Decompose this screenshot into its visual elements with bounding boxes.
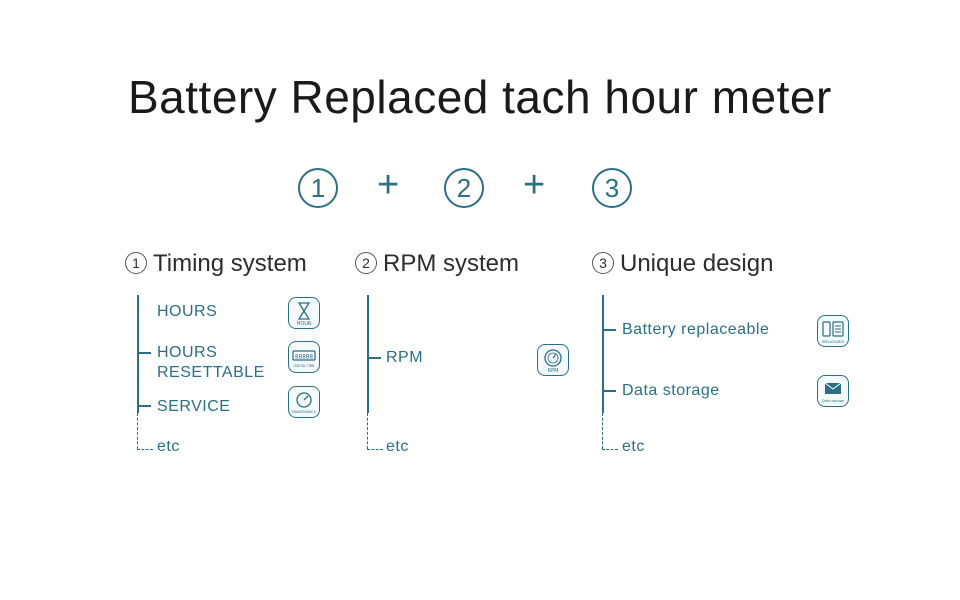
column-3-line — [602, 295, 604, 413]
hourglass-icon: HOUR — [288, 297, 320, 329]
column-1-hdash — [137, 449, 153, 450]
formula-plus-1: + — [377, 164, 400, 206]
heading-number-1: 1 — [125, 252, 147, 274]
column-heading-unique: 3 Unique design — [592, 250, 773, 278]
svg-text:88888: 88888 — [295, 354, 313, 361]
item-rpm: RPM — [386, 349, 424, 366]
column-2-line — [367, 295, 369, 413]
item-label-line1: HOURS — [157, 344, 218, 361]
item-etc: etc — [622, 438, 645, 455]
maintenance-gauge-icon: MAINTENANCE — [288, 386, 320, 418]
column-1-line — [137, 295, 139, 413]
formula: 1 + 2 + 3 — [0, 164, 960, 208]
item-hours-resettable: HOURS RESETTABLE — [157, 343, 265, 383]
formula-number-3: 3 — [592, 168, 632, 208]
icon-caption: Data storage — [822, 399, 844, 403]
formula-number-2: 2 — [444, 168, 484, 208]
icon-caption: DIGITAL TIME — [293, 364, 314, 368]
item-etc: etc — [157, 438, 180, 455]
column-1-dash — [137, 413, 138, 449]
item-battery-replaceable: Battery replaceable — [622, 321, 770, 338]
column-2-hdash — [367, 449, 383, 450]
digital-display-icon: 88888 DIGITAL TIME — [288, 341, 320, 373]
icon-caption: REPLACEABLE — [822, 340, 845, 344]
battery-icon: REPLACEABLE — [817, 315, 849, 347]
item-label-line2: RESETTABLE — [157, 364, 265, 381]
column-2-dash — [367, 413, 368, 449]
column-3-tick — [602, 329, 616, 331]
heading-number-3: 3 — [592, 252, 614, 274]
heading-label: Timing system — [153, 250, 307, 277]
item-data-storage: Data storage — [622, 382, 720, 399]
icon-caption: RPM — [548, 368, 559, 374]
formula-number-1: 1 — [298, 168, 338, 208]
envelope-icon: Data storage — [817, 375, 849, 407]
heading-number-2: 2 — [355, 252, 377, 274]
heading-label: Unique design — [620, 250, 774, 277]
item-service: SERVICE — [157, 398, 231, 415]
item-hours: HOURS — [157, 303, 218, 320]
item-etc: etc — [386, 438, 409, 455]
tachometer-icon: RPM — [537, 344, 569, 376]
column-2-tick — [367, 357, 381, 359]
column-1-tick — [137, 352, 151, 354]
column-3-tick — [602, 390, 616, 392]
icon-caption: MAINTENANCE — [292, 410, 315, 414]
column-heading-rpm: 2 RPM system — [355, 250, 519, 278]
icon-caption: HOUR — [297, 321, 312, 327]
column-3-hdash — [602, 449, 618, 450]
column-1-tick — [137, 405, 151, 407]
column-3-dash — [602, 413, 603, 449]
column-heading-timing: 1 Timing system — [125, 250, 307, 278]
page-title: Battery Replaced tach hour meter — [128, 71, 832, 123]
formula-plus-2: + — [523, 164, 546, 206]
heading-label: RPM system — [383, 250, 520, 277]
